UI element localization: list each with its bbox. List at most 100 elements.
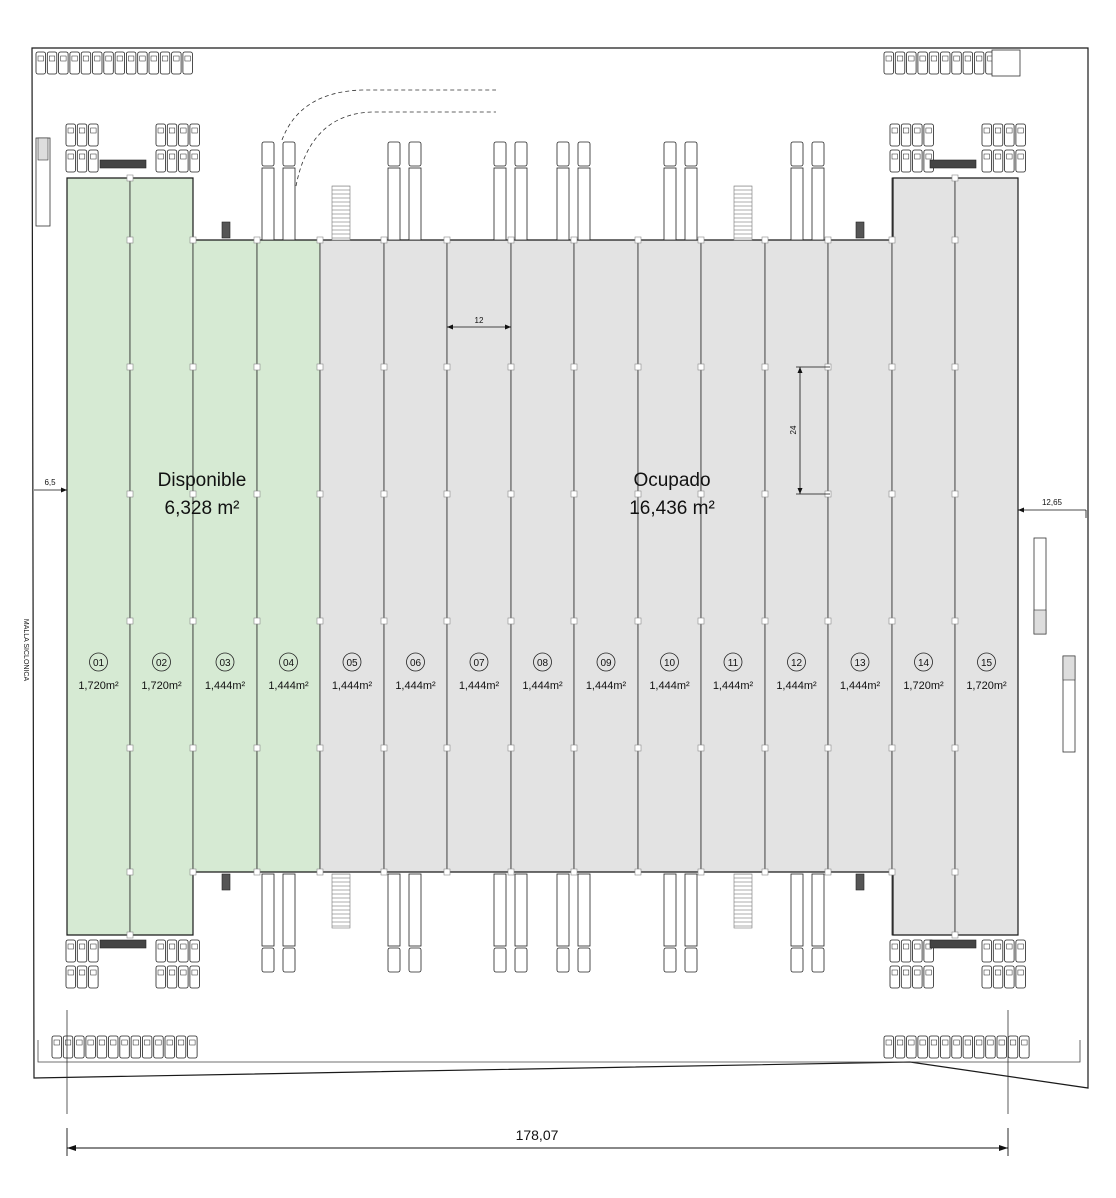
structural-column — [126, 617, 134, 625]
parking-stall — [155, 965, 166, 989]
structural-column — [507, 490, 515, 498]
structural-column — [761, 363, 769, 371]
car-window — [157, 943, 164, 950]
trailer — [663, 167, 677, 241]
parking-stall — [962, 51, 973, 75]
parking-stall — [923, 965, 934, 989]
car-window — [65, 1039, 72, 1046]
car-window — [173, 55, 180, 62]
parking-stall — [155, 149, 166, 173]
truck-path-outer — [281, 89, 496, 141]
car-window — [90, 153, 97, 160]
structural-column — [634, 744, 642, 752]
parking-row-bottom-right — [883, 1035, 1030, 1059]
truck-south-8 — [577, 873, 591, 973]
parking-stall — [166, 123, 178, 147]
bay-area — [954, 177, 1019, 936]
parking-layer — [35, 51, 1030, 1059]
parking-stall — [159, 51, 171, 75]
car-window — [908, 55, 915, 62]
parking-stall — [189, 965, 200, 989]
bay-11: 111,444m² — [700, 239, 766, 873]
trailer — [556, 167, 570, 241]
parking-stall — [917, 1035, 928, 1059]
car-window — [1017, 943, 1024, 950]
structural-column — [951, 931, 959, 939]
car-window — [964, 1039, 971, 1046]
truck-cab — [408, 947, 422, 973]
car-window — [891, 969, 898, 976]
parking-stall — [951, 51, 962, 75]
structural-column — [824, 744, 832, 752]
car-window — [914, 969, 921, 976]
car-window — [157, 127, 164, 134]
bay-number: 03 — [219, 658, 231, 669]
car-window — [1017, 153, 1024, 160]
structural-column — [253, 744, 261, 752]
car-window — [98, 1039, 105, 1046]
car-window — [184, 55, 191, 62]
parking-cluster-ne-c — [981, 123, 1026, 147]
truck-north-2 — [282, 141, 296, 241]
parking-stall — [155, 939, 166, 963]
car-window — [953, 55, 960, 62]
car-window — [903, 153, 910, 160]
trailer — [577, 873, 591, 947]
bay-area-label: 1,444m² — [713, 680, 754, 692]
parking-cluster-se-b — [889, 965, 934, 989]
truck-cab — [577, 141, 591, 167]
parking-stall — [981, 965, 992, 989]
bay-number: 13 — [854, 658, 866, 669]
parking-stall — [992, 965, 1004, 989]
bay-number-circle — [914, 652, 933, 672]
parking-stall — [1019, 1035, 1030, 1059]
parking-stall — [175, 1035, 187, 1059]
car-window — [180, 127, 187, 134]
truck-cab — [556, 141, 570, 167]
car-window — [144, 1039, 151, 1046]
bay-number: 01 — [93, 658, 105, 669]
truck-south-12 — [811, 873, 825, 973]
parking-stall — [1004, 939, 1015, 963]
car-window — [903, 943, 910, 950]
trailer — [514, 167, 528, 241]
parking-stall — [166, 149, 178, 173]
bay-10: 101,444m² — [637, 239, 702, 873]
bay-area-label: 1,444m² — [776, 680, 817, 692]
structural-column — [443, 490, 451, 498]
bay-area — [700, 239, 766, 873]
car-window — [925, 127, 932, 134]
car-window — [87, 1039, 94, 1046]
truck-south-9 — [663, 873, 677, 973]
parking-stall — [69, 51, 80, 75]
car-window — [983, 969, 990, 976]
parking-stall — [992, 939, 1004, 963]
car-window — [60, 55, 67, 62]
parking-stall — [166, 939, 178, 963]
bay-number-circle — [977, 652, 996, 672]
bike-rack — [929, 939, 977, 949]
truck-north-9 — [663, 141, 677, 241]
parking-stall — [137, 51, 148, 75]
car-window — [942, 55, 949, 62]
car-window — [76, 1039, 83, 1046]
car-window — [110, 1039, 117, 1046]
car-window — [1006, 153, 1013, 160]
total-width-dimension: 178,07 — [66, 1010, 1009, 1156]
bay-area-label: 1,444m² — [459, 680, 500, 692]
structural-column — [888, 490, 896, 498]
bay-06: 061,444m² — [383, 239, 448, 873]
bay-number: 04 — [283, 658, 295, 669]
bay-area — [827, 239, 893, 873]
parking-stall — [1004, 123, 1015, 147]
parking-cluster-se-c — [981, 939, 1026, 963]
car-window — [1017, 127, 1024, 134]
parking-stall — [992, 123, 1004, 147]
parking-stall — [51, 1035, 62, 1059]
structural-column — [697, 617, 705, 625]
car-window — [79, 969, 86, 976]
parking-stall — [130, 1035, 142, 1059]
truck-cab — [387, 947, 401, 973]
trailer — [282, 167, 296, 241]
car-window — [180, 153, 187, 160]
